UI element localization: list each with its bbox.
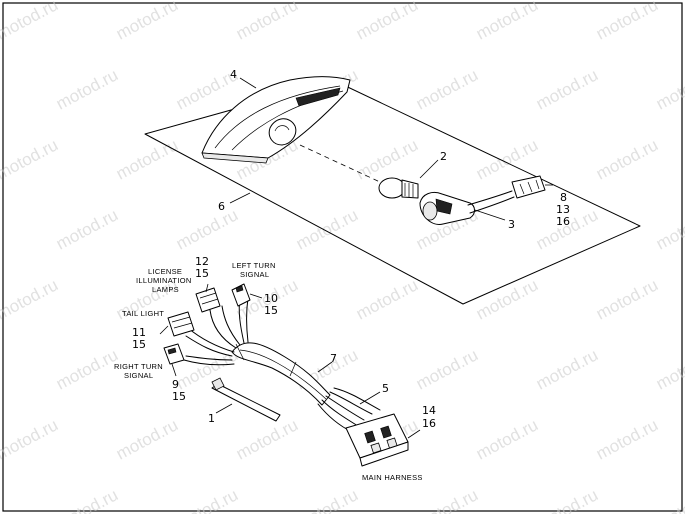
- label-right-turn-line1: RIGHT TURN: [114, 362, 163, 371]
- watermark-text: motod.ru: [413, 65, 481, 113]
- watermark-text: motod.ru: [413, 485, 481, 514]
- watermark-text: motod.ru: [173, 345, 241, 393]
- assembly-guide-line: [299, 144, 381, 183]
- watermark-text: motod.ru: [593, 0, 661, 44]
- callout-15-tail: 15: [132, 338, 146, 351]
- watermark-text: motod.ru: [473, 0, 541, 44]
- watermark-text: motod.ru: [173, 485, 241, 514]
- watermark-text: motod.ru: [0, 345, 1, 393]
- callout-9: 9: [172, 378, 179, 391]
- watermark-text: motod.ru: [113, 0, 181, 44]
- watermark-text: motod.ru: [233, 415, 301, 463]
- main-harness-connector: [345, 413, 409, 467]
- watermark-text: motod.ru: [0, 205, 1, 253]
- label-license-line3: LAMPS: [152, 285, 179, 294]
- watermark-text: motod.ru: [233, 0, 301, 44]
- watermark-text: motod.ru: [0, 275, 61, 323]
- watermark-text: motod.ru: [653, 345, 685, 393]
- label-license-line1: LICENSE: [148, 267, 182, 276]
- watermark-text: motod.ru: [173, 205, 241, 253]
- socket-assembly: [419, 175, 546, 225]
- leader-lines: [159, 77, 553, 439]
- watermark-text: motod.ru: [533, 345, 601, 393]
- callout-14: 14: [422, 404, 436, 417]
- left-turn-connector: [231, 283, 251, 307]
- label-left-turn-line1: LEFT TURN: [232, 261, 276, 270]
- watermark-text: motod.ru: [113, 135, 181, 183]
- watermark-text: motod.ru: [593, 135, 661, 183]
- watermark-text: motod.ru: [533, 485, 601, 514]
- cable-strap: [211, 377, 281, 422]
- label-left-turn-line2: SIGNAL: [240, 270, 269, 279]
- callout-6: 6: [218, 200, 225, 213]
- callout-11: 11: [132, 326, 146, 339]
- watermark-text: motod.ru: [113, 415, 181, 463]
- watermark-text: motod.ru: [473, 135, 541, 183]
- callout-12: 12: [195, 255, 209, 268]
- callout-3: 3: [508, 218, 515, 231]
- watermark-text: motod.ru: [293, 205, 361, 253]
- label-main-harness: MAIN HARNESS: [362, 473, 423, 482]
- callout-16-main: 16: [422, 417, 436, 430]
- lamp-housing: [201, 76, 351, 164]
- callout-13: 13: [556, 203, 570, 216]
- callout-5: 5: [382, 382, 389, 395]
- callout-1: 1: [208, 412, 215, 425]
- callout-2: 2: [440, 150, 447, 163]
- label-tail-light: TAIL LIGHT: [122, 309, 164, 318]
- label-right-turn-line2: SIGNAL: [124, 371, 153, 380]
- license-lamp-connector: [195, 287, 221, 313]
- watermark-text: motod.ru: [413, 345, 481, 393]
- callout-16: 16: [556, 215, 570, 228]
- watermark-text: motod.ru: [593, 275, 661, 323]
- callout-4: 4: [230, 68, 237, 81]
- watermark-text: motod.ru: [53, 205, 121, 253]
- watermark-text: motod.ru: [653, 205, 685, 253]
- watermark-text: motod.ru: [533, 65, 601, 113]
- watermark-text: motod.ru: [353, 135, 421, 183]
- callout-7: 7: [330, 352, 337, 365]
- tail-light-connector: [167, 311, 195, 337]
- bulb: [378, 177, 419, 199]
- watermark-text: motod.ru: [53, 485, 121, 514]
- callout-15-left-turn: 15: [264, 304, 278, 317]
- label-license-line2: ILLUMINATION: [136, 276, 192, 285]
- watermark-text: motod.ru: [653, 485, 685, 514]
- watermark-text: motod.ru: [653, 65, 685, 113]
- watermark-text: motod.ru: [353, 275, 421, 323]
- watermark-text: motod.ru: [0, 485, 1, 514]
- callout-15-license: 15: [195, 267, 209, 280]
- callout-15-right-turn: 15: [172, 390, 186, 403]
- callout-8: 8: [560, 191, 567, 204]
- callout-10: 10: [264, 292, 278, 305]
- watermark-text: motod.ru: [473, 275, 541, 323]
- watermark-text: motod.ru: [53, 65, 121, 113]
- watermark-text: motod.ru: [0, 65, 1, 113]
- watermark-text: motod.ru: [53, 345, 121, 393]
- right-turn-connector: [163, 343, 185, 365]
- watermark-text: motod.ru: [0, 0, 61, 44]
- watermark-text: motod.ru: [593, 415, 661, 463]
- watermark-text: motod.ru: [0, 135, 61, 183]
- watermark-text: motod.ru: [473, 415, 541, 463]
- watermark-text: motod.ru: [293, 485, 361, 514]
- watermark-text: motod.ru: [0, 415, 61, 463]
- watermark-text: motod.ru: [353, 0, 421, 44]
